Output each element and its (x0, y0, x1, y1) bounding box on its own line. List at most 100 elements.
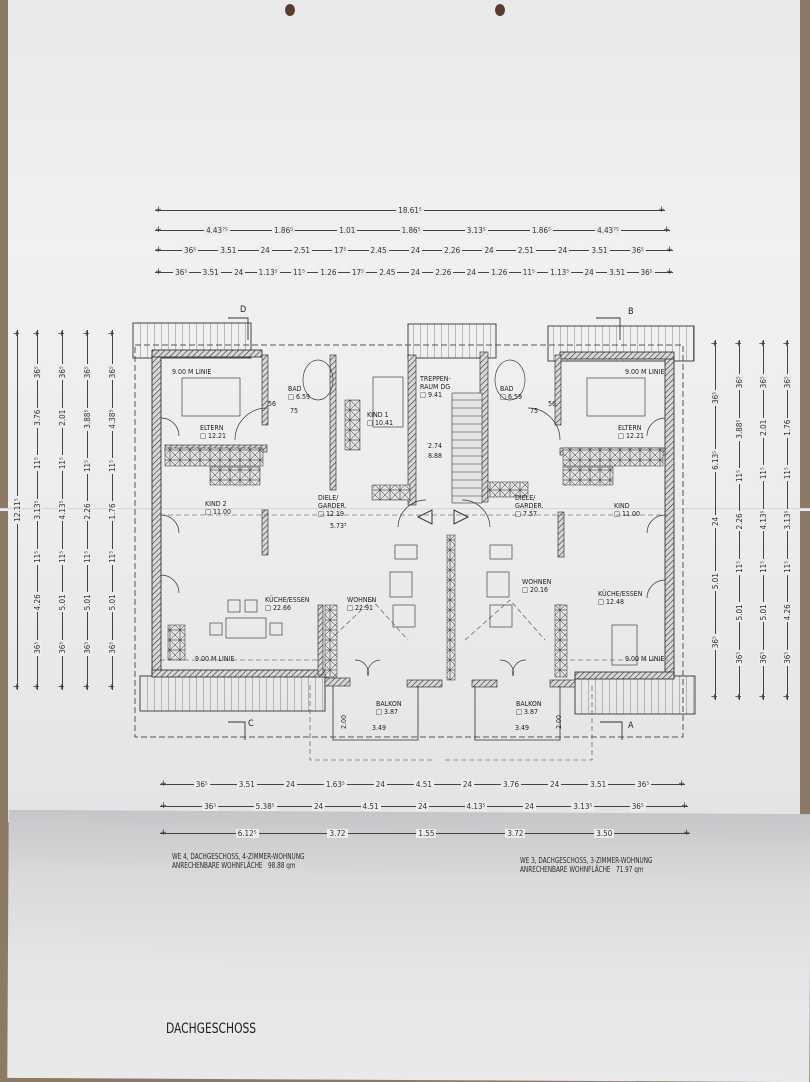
room-area-value: 6.59 (507, 393, 522, 401)
room-area-value: 12.21 (207, 432, 226, 440)
dimension-value: 24 (482, 245, 496, 255)
dimension-value: 36⁵ (734, 374, 744, 391)
dimension-value: 36⁵ (629, 801, 646, 811)
door-width: 56 (548, 400, 557, 408)
dimension-tick: + (32, 683, 42, 690)
staircase (451, 392, 483, 504)
dimension-value: 3.88⁵ (82, 407, 92, 431)
dimension-value: 4.13⁵ (464, 801, 488, 811)
dimension-value: 2.26 (82, 501, 92, 522)
dimension-value: 24 (408, 267, 422, 277)
dimension-tick: + (758, 693, 768, 700)
dimension-value: 3.76 (32, 407, 42, 428)
area-square-icon: □ (318, 510, 326, 518)
dimension-value: 11⁵ (32, 548, 42, 565)
dimension-value: 1.26 (318, 267, 339, 277)
dimension-value: 1.63⁵ (323, 779, 347, 789)
dimension-tick: + (160, 801, 167, 811)
room-name: WOHNEN (347, 596, 377, 604)
dimension-value: 1.26 (489, 267, 510, 277)
dimension-value: 3.13⁵ (464, 225, 488, 235)
dimension-value: 36⁵ (782, 374, 792, 391)
furniture (181, 359, 646, 666)
room-name: BAD (500, 385, 514, 393)
room-area-value: 9.41 (427, 391, 442, 399)
dimension-value: 36⁵ (782, 649, 792, 666)
room-area-value: 22.91 (354, 604, 373, 612)
area-square-icon: □ (500, 393, 508, 401)
dimension-value: 36⁵ (32, 364, 42, 381)
dimension-value: 11⁵ (107, 457, 117, 475)
dimension-value: 36⁵ (734, 649, 744, 666)
room-area: □ 11.00 (614, 510, 640, 518)
room-name: DIELE/ GARDER. (318, 494, 347, 510)
room-area: □ 12.21 (200, 432, 226, 440)
dimension-tick: + (678, 779, 685, 789)
dimension-value: 36⁵ (57, 364, 67, 381)
dimension-tick: + (82, 683, 92, 690)
dimension-tick: + (710, 340, 720, 347)
dimension-value: 36⁵ (710, 634, 720, 651)
room-label: TREPPEN-RAUM DG□ 9.41 (420, 375, 460, 399)
plan-title: DACHGESCHOSS (166, 1021, 257, 1037)
room-area-value: 12.21 (625, 432, 644, 440)
dimension-tick: + (155, 205, 162, 215)
room-area: □ 22.91 (347, 604, 376, 612)
room-label: KIND 1□ 10.41 (367, 411, 393, 427)
section-markers (228, 317, 623, 740)
room-name: KIND 2 (205, 500, 227, 508)
area-square-icon: □ (205, 508, 213, 516)
room-area: □ 20.16 (522, 586, 551, 594)
room-label: ELTERN□ 12.21 (618, 424, 644, 440)
dimension-value: 11⁵ (734, 558, 744, 575)
door-width: 75 (290, 407, 299, 415)
section-a-label: A (628, 721, 634, 731)
dimension-tick: + (155, 245, 162, 255)
dimension-tick: + (666, 245, 673, 255)
dimension-value: 24 (283, 779, 297, 789)
area-square-icon: □ (376, 708, 384, 716)
dimension-value: 24 (311, 801, 326, 811)
dimension-tick: + (658, 205, 665, 215)
area-square-icon: □ (522, 586, 530, 594)
door-width: 56 (268, 400, 277, 408)
dimension-value: 11⁵ (57, 548, 67, 565)
room-name: TREPPEN-RAUM DG (420, 375, 451, 391)
hall-dimension: 5.73⁵ (330, 522, 347, 530)
dimension-value: 36⁵ (182, 245, 199, 255)
built-in-closets (164, 399, 664, 681)
dimension-value: 11⁵ (758, 465, 768, 482)
area-square-icon: □ (347, 604, 355, 612)
area-square-icon: □ (598, 598, 606, 606)
dimension-value: 5.01 (734, 602, 744, 623)
dimension-value: 3.51 (589, 245, 610, 255)
level-mark: 2.74 (428, 442, 443, 450)
line-label: 9.00 M LINIE (625, 655, 665, 663)
dimension-tick: + (155, 225, 162, 235)
room-area-value: 11.00 (621, 510, 640, 518)
room-area: □ 6.59 (500, 393, 522, 401)
room-area-value: 20.16 (529, 586, 548, 594)
dimension-value: 11⁵ (82, 548, 92, 565)
dimension-value: 24 (373, 779, 387, 789)
room-area: □ 6.59 (288, 393, 310, 401)
dimension-value: 24 (710, 514, 720, 529)
section-b-label: B (628, 307, 634, 317)
arrow-left-icon (416, 509, 433, 525)
dimension-value: 1.55 (416, 828, 437, 838)
unit-title: WE 3, DACHGESCHOSS, 3-ZIMMER-WOHNUNG (520, 856, 653, 865)
dimension-tick: + (782, 340, 792, 347)
unit-area-label: ANRECHENBARE WOHNFLÄCHE (520, 865, 611, 874)
dimension-value: 4.38⁵ (107, 407, 117, 431)
dimension-value: 24 (464, 267, 478, 277)
area-square-icon: □ (618, 432, 626, 440)
room-label: KÜCHE/ESSEN□ 12.48 (598, 590, 642, 606)
dimension-tick: + (782, 693, 792, 700)
room-name: KIND (614, 502, 630, 510)
